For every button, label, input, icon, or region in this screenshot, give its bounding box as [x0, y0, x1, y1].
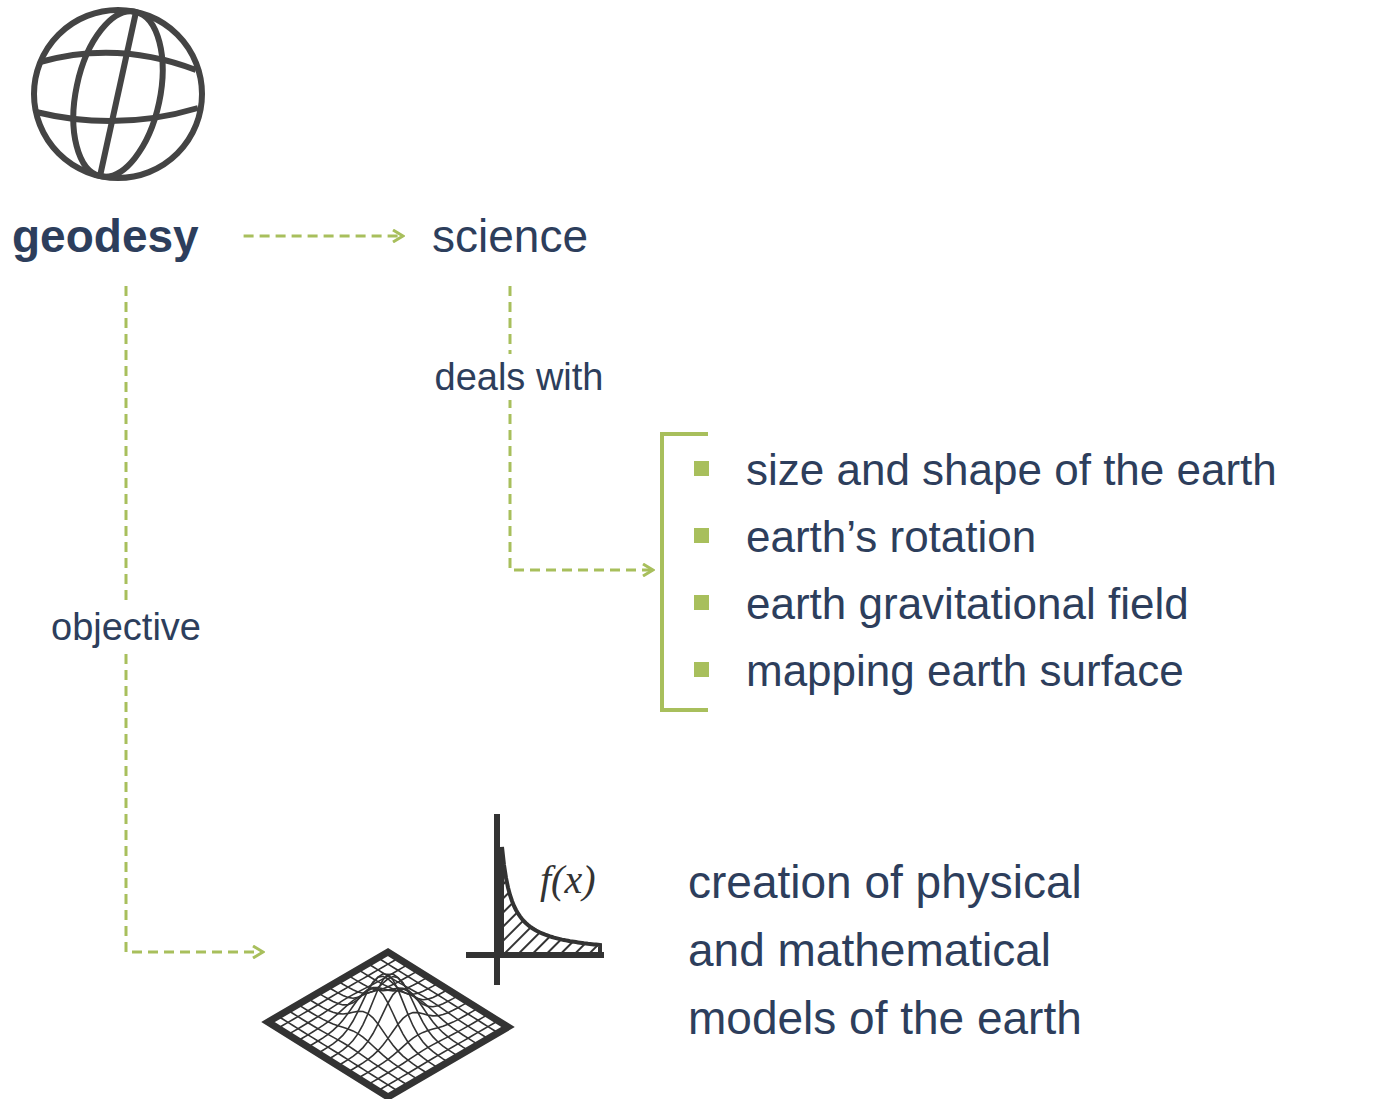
bullet-square [694, 595, 709, 610]
surface-mesh-icon [268, 952, 508, 1097]
mesh-line [348, 975, 468, 1050]
bullet-square [694, 528, 709, 543]
topic-list: size and shape of the earth earth’s rotat… [660, 436, 1277, 704]
mesh-line [378, 1021, 498, 1091]
topic-item: earth gravitational field [660, 570, 1277, 637]
topic-text: earth gravitational field [746, 579, 1189, 628]
topic-item: earth’s rotation [660, 503, 1277, 570]
mesh-line [358, 970, 478, 1045]
topic-item: mapping earth surface [660, 637, 1277, 704]
function-label: f(x) [538, 858, 598, 902]
node-text: science [432, 208, 588, 264]
objective-node: creation of physical and mathematical mo… [262, 808, 1168, 1052]
topic-text: size and shape of the earth [746, 445, 1277, 494]
topic-item: size and shape of the earth [660, 436, 1277, 503]
node-text: geodesy [12, 208, 199, 264]
mesh-line [378, 958, 498, 1033]
bracket [662, 434, 708, 710]
dashed-connector [244, 235, 402, 238]
edge-label: objective [47, 604, 205, 650]
mesh-line [268, 952, 508, 1097]
function-graph-icon [466, 814, 604, 985]
topic-text: mapping earth surface [746, 646, 1184, 695]
category-node: science [432, 208, 588, 264]
topic-text: earth’s rotation [746, 512, 1036, 561]
dashed-connector [510, 286, 652, 570]
globe-icon [34, 3, 202, 185]
objective-text: creation of physical and mathematical mo… [688, 808, 1168, 1052]
edge-label: deals with [431, 354, 608, 400]
bullet-square [694, 662, 709, 677]
bullet-square [694, 461, 709, 476]
term-node: geodesy [12, 208, 199, 264]
